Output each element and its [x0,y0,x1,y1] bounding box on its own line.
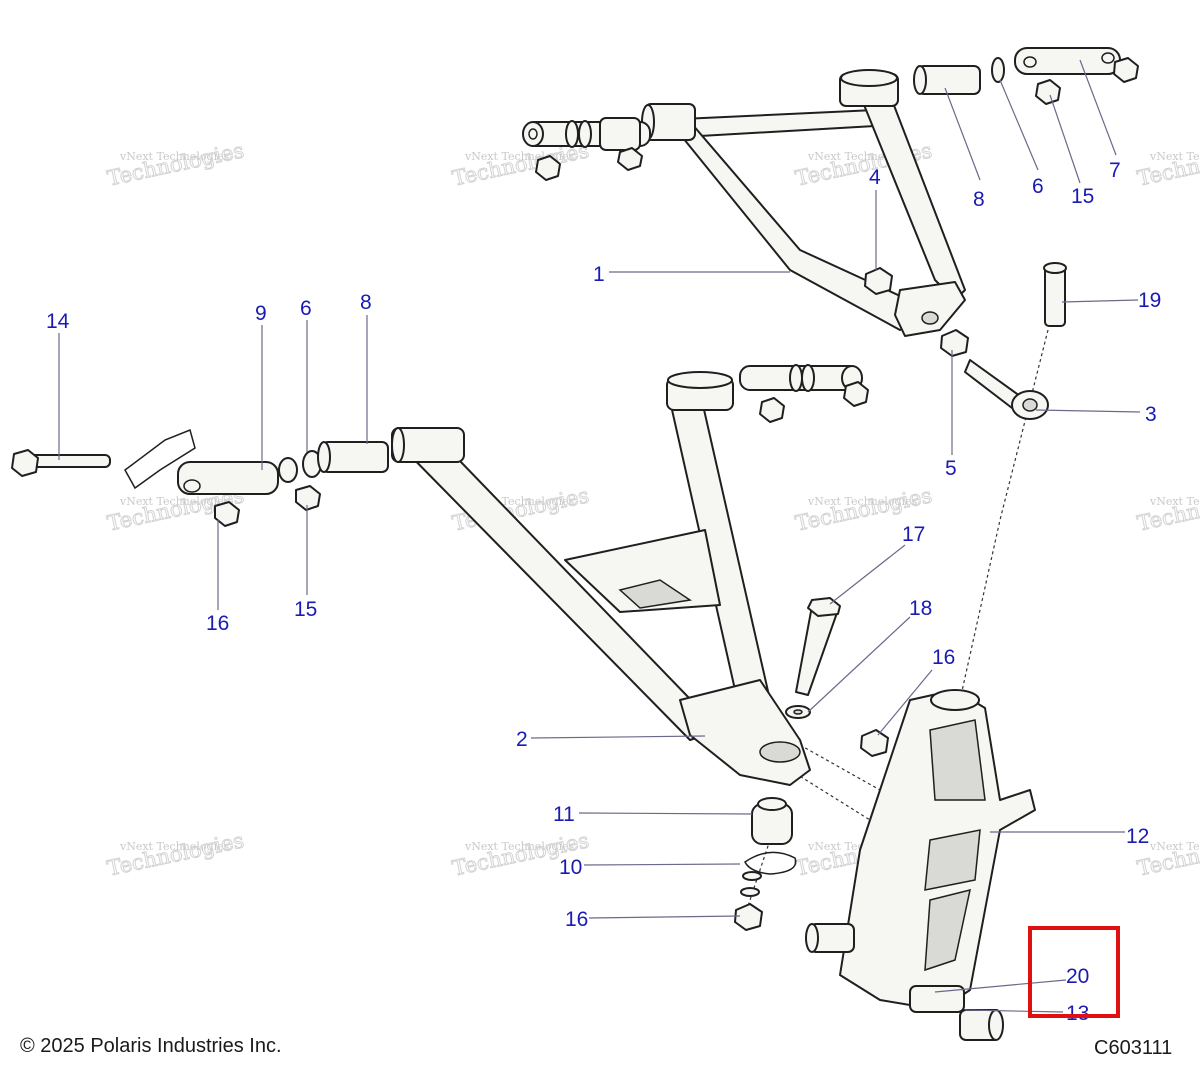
lower-arm-rear-pivot [739,364,869,423]
svg-text:vNext Technologies: vNext Technologies [119,840,230,853]
callout-5: 5 [945,457,957,480]
svg-text:Technologies: Technologies [105,828,246,880]
lower-arm-front-pivot [11,428,389,527]
callout-7: 7 [1109,159,1121,182]
callout-15: 15 [1071,185,1094,208]
knuckle-hardware-upper [785,597,889,757]
callout-18: 18 [909,597,932,620]
callouts: 1 2 3 4 5 6 6 7 8 8 9 10 11 12 13 14 15 … [46,159,1161,1025]
svg-text:Technologies: Technologies [105,138,246,190]
callout-16: 16 [206,612,229,635]
svg-text:Technologies: Technologies [1135,483,1200,535]
callout-19: 19 [1138,289,1161,312]
watermarks: vNext Technologies Technologies vNext Te… [105,138,1200,881]
svg-text:vNext Technologies: vNext Technologies [1149,840,1200,853]
callout-17: 17 [902,523,925,546]
svg-text:vNext Technologies: vNext Technologies [464,840,575,853]
callout-8: 8 [973,188,985,211]
callout-20: 20 [1066,965,1089,988]
copyright-notice: © 2025 Polaris Industries Inc. [20,1035,282,1057]
watermark: vNext Technologies Technologies [105,828,247,881]
callout-3: 3 [1145,403,1157,426]
leader-lines [58,59,1141,1013]
callout-14: 14 [46,310,70,333]
svg-text:Technologies: Technologies [1135,138,1200,190]
lower-control-arm [391,371,811,786]
watermark: vNext Technologies Technologies [1135,483,1200,536]
svg-text:vNext Technologies: vNext Technologies [119,150,230,163]
callout-12: 12 [1126,825,1149,848]
ball-joint-hardware [864,262,1067,420]
svg-text:vNext Technologies: vNext Technologies [1149,150,1200,163]
callout-8: 8 [360,291,372,314]
lower-ball-joint-hardware [734,797,797,931]
callout-1: 1 [593,263,605,286]
callout-11: 11 [553,803,575,826]
highlight-box [1028,926,1120,1018]
callout-13: 13 [1066,1002,1089,1025]
diagram-code: C603111 [1094,1037,1173,1059]
steering-knuckle [805,689,1036,1041]
watermark: vNext Technologies Technologies [1135,138,1200,191]
callout-16: 16 [932,646,955,669]
callout-2: 2 [516,728,528,751]
svg-text:vNext Technologies: vNext Technologies [119,495,230,508]
upper-arm-front-pivot [522,117,651,181]
callout-15: 15 [294,598,317,621]
callout-6: 6 [1032,175,1044,198]
callout-16: 16 [565,908,588,931]
callout-4: 4 [869,166,881,189]
svg-text:vNext Technologies: vNext Technologies [807,495,918,508]
watermark: vNext Technologies Technologies [105,138,247,191]
callout-6: 6 [300,297,312,320]
callout-9: 9 [255,302,267,325]
svg-text:vNext Technologies: vNext Technologies [1149,495,1200,508]
upper-arm-rear-pivot [913,47,1139,105]
callout-10: 10 [559,856,582,879]
upper-control-arm [641,69,966,337]
